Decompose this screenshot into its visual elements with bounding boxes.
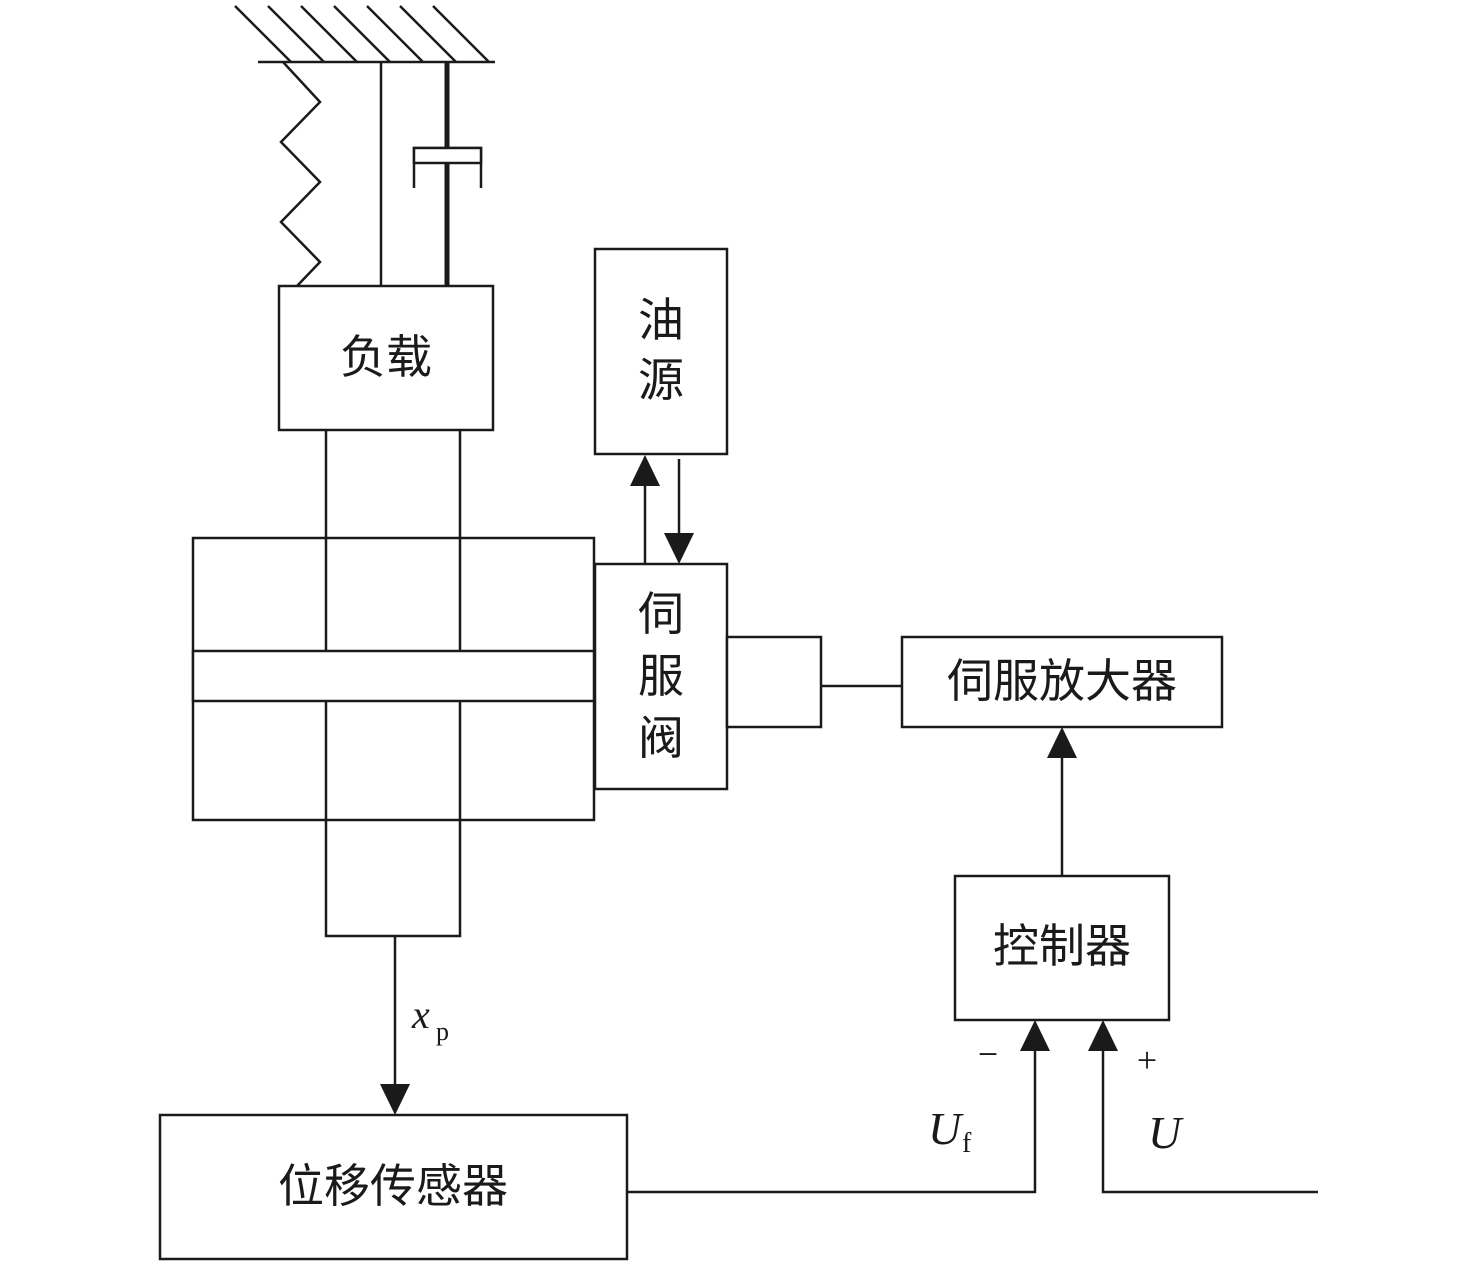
u-reference-symbol: U <box>1148 1107 1184 1158</box>
reference-input-arrow <box>1088 1020 1318 1194</box>
displacement-sensor-label: 位移传感器 <box>278 1159 508 1213</box>
oil-source-label-2: 源 <box>638 353 684 407</box>
plus-sign: + <box>1137 1040 1157 1080</box>
servo-amplifier-label: 伺服放大器 <box>947 654 1177 708</box>
hydraulic-cylinder <box>191 430 596 938</box>
ground-hatching <box>234 5 490 63</box>
uf-subscript: f <box>962 1128 972 1159</box>
controller-label: 控制器 <box>993 919 1131 973</box>
load-box <box>277 284 495 432</box>
xp-subscript: p <box>436 1017 449 1046</box>
oil-return-arrow <box>630 455 660 564</box>
load-label: 负载 <box>340 330 432 384</box>
oil-source-box <box>593 247 729 456</box>
feedback-arrow <box>627 1020 1050 1194</box>
servo-valve-label-1: 伺 <box>638 587 684 641</box>
piston-rod-lower <box>324 701 462 938</box>
torque-motor-box <box>725 635 823 729</box>
displacement-sensor-box <box>158 1113 629 1261</box>
oil-supply-arrow <box>664 459 694 564</box>
servo-valve-label-2: 服 <box>638 649 684 703</box>
oil-source-label-1: 油 <box>638 293 684 347</box>
fixed-ground <box>234 5 495 64</box>
minus-sign: − <box>978 1034 998 1074</box>
uf-symbol: U <box>928 1103 964 1154</box>
controller-to-amplifier-arrow <box>1047 727 1077 876</box>
piston <box>191 649 596 703</box>
controller-box <box>953 874 1171 1022</box>
servo-valve-label-3: 阀 <box>638 711 684 765</box>
displacement-arrow <box>380 936 410 1115</box>
spring <box>279 61 322 287</box>
xp-symbol: x <box>411 992 430 1037</box>
damper <box>412 62 483 286</box>
